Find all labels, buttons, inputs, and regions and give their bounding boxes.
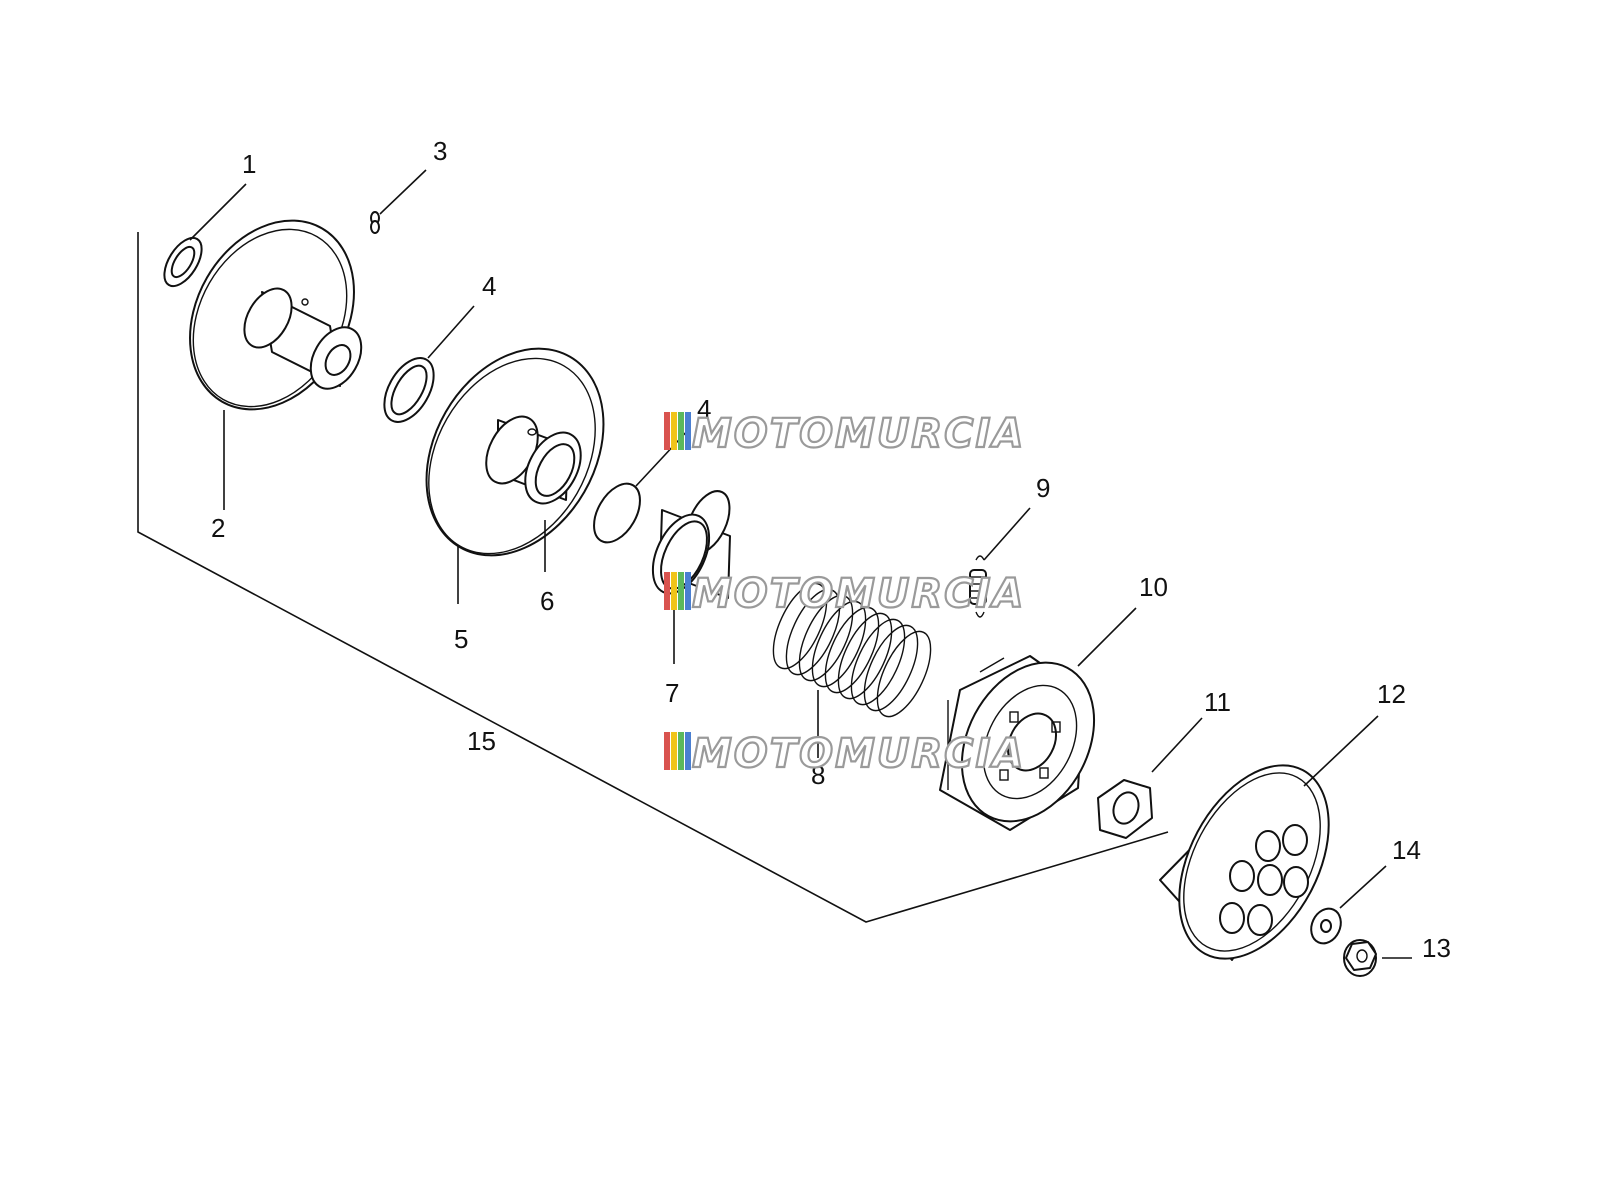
- watermark-text: MOTOMURCIA: [692, 411, 1025, 457]
- part-movable-drive-half: [425, 347, 605, 557]
- callout-13: 13: [1422, 933, 1451, 963]
- watermark-text: MOTOMURCIA: [692, 731, 1025, 777]
- wm-stripe: [678, 412, 684, 450]
- callout-10: 10: [1139, 572, 1168, 602]
- callout-4-lower: 4: [697, 394, 711, 424]
- callout-6: 6: [540, 586, 554, 616]
- leader-lines: [189, 169, 1412, 959]
- watermark-middle: MOTOMURCIA: [664, 570, 1025, 618]
- part-fixed-drive-half: [189, 219, 363, 411]
- callout-4-upper: 4: [482, 271, 496, 301]
- part-ring-upper: [383, 357, 435, 423]
- part-clutch-shoes: [939, 655, 1096, 831]
- part-nut: [1097, 779, 1153, 839]
- callout-2: 2: [211, 513, 225, 543]
- wm-stripe: [685, 412, 691, 450]
- callout-9: 9: [1036, 473, 1050, 503]
- wm-stripe: [671, 572, 677, 610]
- callout-12: 12: [1377, 679, 1406, 709]
- callout-labels: 1 2 3 4 4 5 6 7 8 9 10 11 12 13 14 15: [211, 136, 1451, 963]
- watermark-top: MOTOMURCIA: [664, 410, 1025, 458]
- wm-stripe: [664, 412, 670, 450]
- callout-7: 7: [665, 678, 679, 708]
- wm-stripe: [671, 412, 677, 450]
- part-tension-spring: [969, 555, 987, 618]
- wm-stripe: [671, 732, 677, 770]
- callout-8: 8: [811, 760, 825, 790]
- callout-3: 3: [433, 136, 447, 166]
- wm-stripe: [685, 572, 691, 610]
- callout-1: 1: [242, 149, 256, 179]
- watermark-text: MOTOMURCIA: [692, 571, 1025, 617]
- wm-stripe: [678, 572, 684, 610]
- part-coil-spring: [772, 582, 932, 718]
- part-o-ring: [593, 482, 641, 544]
- part-sleeve: [651, 490, 731, 599]
- wm-stripe: [664, 572, 670, 610]
- watermark-bottom: MOTOMURCIA: [664, 730, 1025, 778]
- callout-15: 15: [467, 726, 496, 756]
- part-washer: [1310, 907, 1342, 945]
- wm-stripe: [678, 732, 684, 770]
- part-oil-seal: [163, 236, 203, 288]
- callout-11: 11: [1204, 687, 1231, 717]
- part-clutch-bell: [1159, 764, 1330, 961]
- callout-14: 14: [1392, 835, 1421, 865]
- callout-5: 5: [454, 624, 468, 654]
- wm-stripe: [664, 732, 670, 770]
- assembly-bracket-15: [137, 232, 1169, 923]
- part-flange-nut: [1343, 939, 1377, 977]
- wm-stripe: [685, 732, 691, 770]
- part-small-pin: [370, 211, 380, 234]
